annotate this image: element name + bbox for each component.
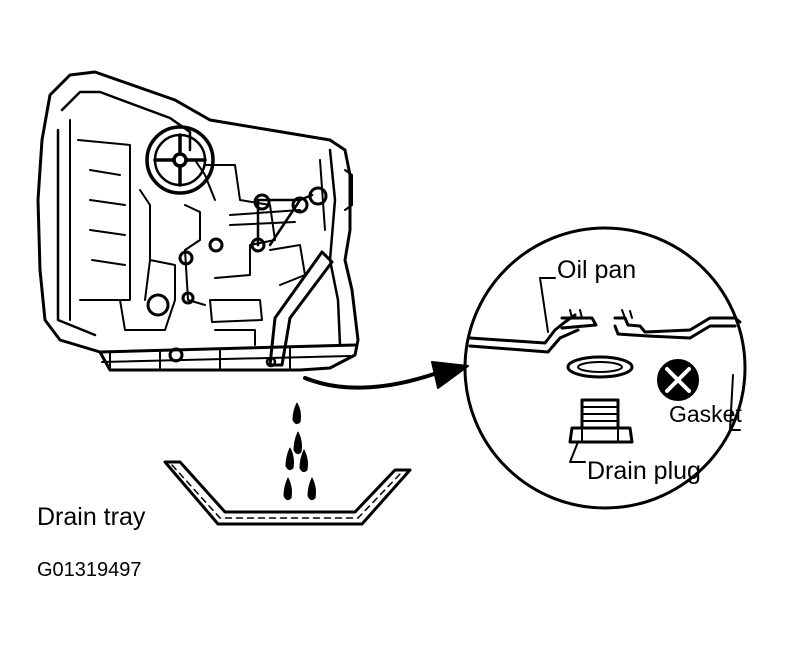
speed-gear-icon: [145, 125, 215, 195]
label-drain-tray: Drain tray: [37, 503, 146, 531]
direction-arrow-icon: [303, 361, 469, 390]
label-gasket: Gasket: [669, 401, 742, 427]
oil-drips: [283, 402, 317, 501]
drain-tray: [163, 460, 412, 526]
figure-id: G01319497: [37, 559, 142, 581]
label-oil-pan: Oil pan: [557, 256, 637, 284]
detail-magnifier: [463, 226, 747, 510]
label-drain-plug: Drain plug: [587, 457, 701, 485]
fitting-circles: [146, 186, 328, 363]
transmission-illustration: [36, 70, 360, 372]
x-circle-icon: [657, 359, 699, 401]
